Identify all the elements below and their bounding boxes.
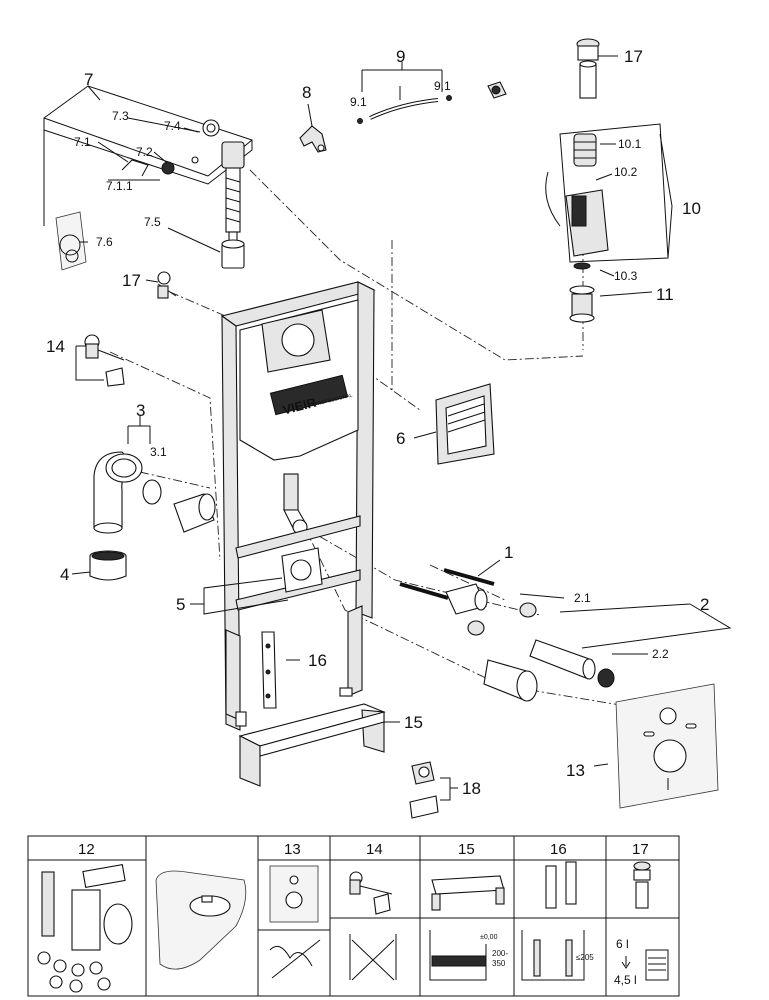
part-3-elbow <box>93 451 143 534</box>
callout-9-1-right: 9.1 <box>434 79 451 93</box>
leader-lines <box>71 55 732 801</box>
table-cell-toilet <box>155 870 247 970</box>
part-16-brackets <box>261 631 277 709</box>
part-3-1-ring <box>142 479 162 505</box>
callout-15: 15 <box>404 713 423 732</box>
part-15-base <box>238 703 386 787</box>
part-7-inlet-valve-group <box>43 85 253 269</box>
table-header-16: 16 <box>550 841 567 858</box>
table-cell-17-overflow <box>621 861 669 981</box>
part-1-bolts <box>399 568 495 615</box>
table-header-12: 12 <box>78 841 95 858</box>
callout-9-1-left: 9.1 <box>350 95 367 109</box>
table-cell-15-base <box>429 875 505 981</box>
callout-7: 7 <box>84 70 93 89</box>
table-header-13: 13 <box>284 841 301 858</box>
callout-7-1: 7.1 <box>74 135 91 149</box>
callout-2: 2 <box>700 595 709 614</box>
callout-7-6: 7.6 <box>96 235 113 249</box>
table-dim-15-b: 200- <box>492 949 508 958</box>
part-8-bracket <box>299 125 327 153</box>
table-cell-13-pad <box>269 865 321 979</box>
callout-3: 3 <box>136 401 145 420</box>
table-cell-12-parts <box>37 864 133 993</box>
table-volume-6l: 6 l <box>616 937 629 951</box>
callout-2-2: 2.2 <box>652 647 669 661</box>
callout-5: 5 <box>176 595 185 614</box>
callout-2-1: 2.1 <box>574 591 591 605</box>
callout-7-2: 7.2 <box>136 145 153 159</box>
callout-17-top: 17 <box>624 47 643 66</box>
table-header-17: 17 <box>632 841 649 858</box>
callout-7-1-1: 7.1.1 <box>106 179 133 193</box>
callout-9: 9 <box>396 47 405 66</box>
part-17-overflow <box>576 38 600 99</box>
part-7-6-bag <box>55 211 87 271</box>
part-3-sleeve <box>173 493 216 533</box>
table-dim-15-c: 350 <box>492 959 506 968</box>
callout-14: 14 <box>46 337 65 356</box>
part-18-clamps <box>409 761 439 819</box>
table-header-15: 15 <box>458 841 475 858</box>
part-10-flush-valve <box>545 123 669 270</box>
table-cell-14-bracket <box>349 871 397 981</box>
callout-7-3: 7.3 <box>112 109 129 123</box>
callout-18: 18 <box>462 779 481 798</box>
callout-7-5: 7.5 <box>144 215 161 229</box>
part-9-hose <box>357 81 507 124</box>
callout-6: 6 <box>396 429 405 448</box>
table-volume-4-5l: 4,5 l <box>614 973 637 987</box>
callout-17-left: 17 <box>122 271 141 290</box>
callout-11: 11 <box>656 285 674 304</box>
part-13-pad <box>615 683 719 809</box>
callout-4: 4 <box>60 565 69 584</box>
part-2-pipes <box>467 602 615 702</box>
table-dim-15-a: ±0,00 <box>480 934 498 941</box>
table-dim-16: ≤205 <box>576 953 594 962</box>
part-6-plate <box>435 383 495 465</box>
part-14-bracket <box>84 334 125 387</box>
part-17-anchor-bolt <box>157 271 177 299</box>
callout-16: 16 <box>308 651 327 670</box>
part-4-cap <box>89 550 127 581</box>
callout-13: 13 <box>566 761 585 780</box>
callout-10-3: 10.3 <box>614 269 638 283</box>
callout-3-1: 3.1 <box>150 445 167 459</box>
callout-10-2: 10.2 <box>614 165 638 179</box>
parts-table <box>27 835 680 997</box>
table-header-14: 14 <box>366 841 383 858</box>
callout-10: 10 <box>682 199 701 218</box>
callout-1: 1 <box>504 543 513 562</box>
callout-10-1: 10.1 <box>618 137 642 151</box>
callout-8: 8 <box>302 83 311 102</box>
callout-7-4: 7.4 <box>164 119 181 133</box>
part-11-valve-seat <box>569 285 595 323</box>
table-cell-16-brackets <box>521 861 585 981</box>
mounting-frame <box>220 281 376 731</box>
